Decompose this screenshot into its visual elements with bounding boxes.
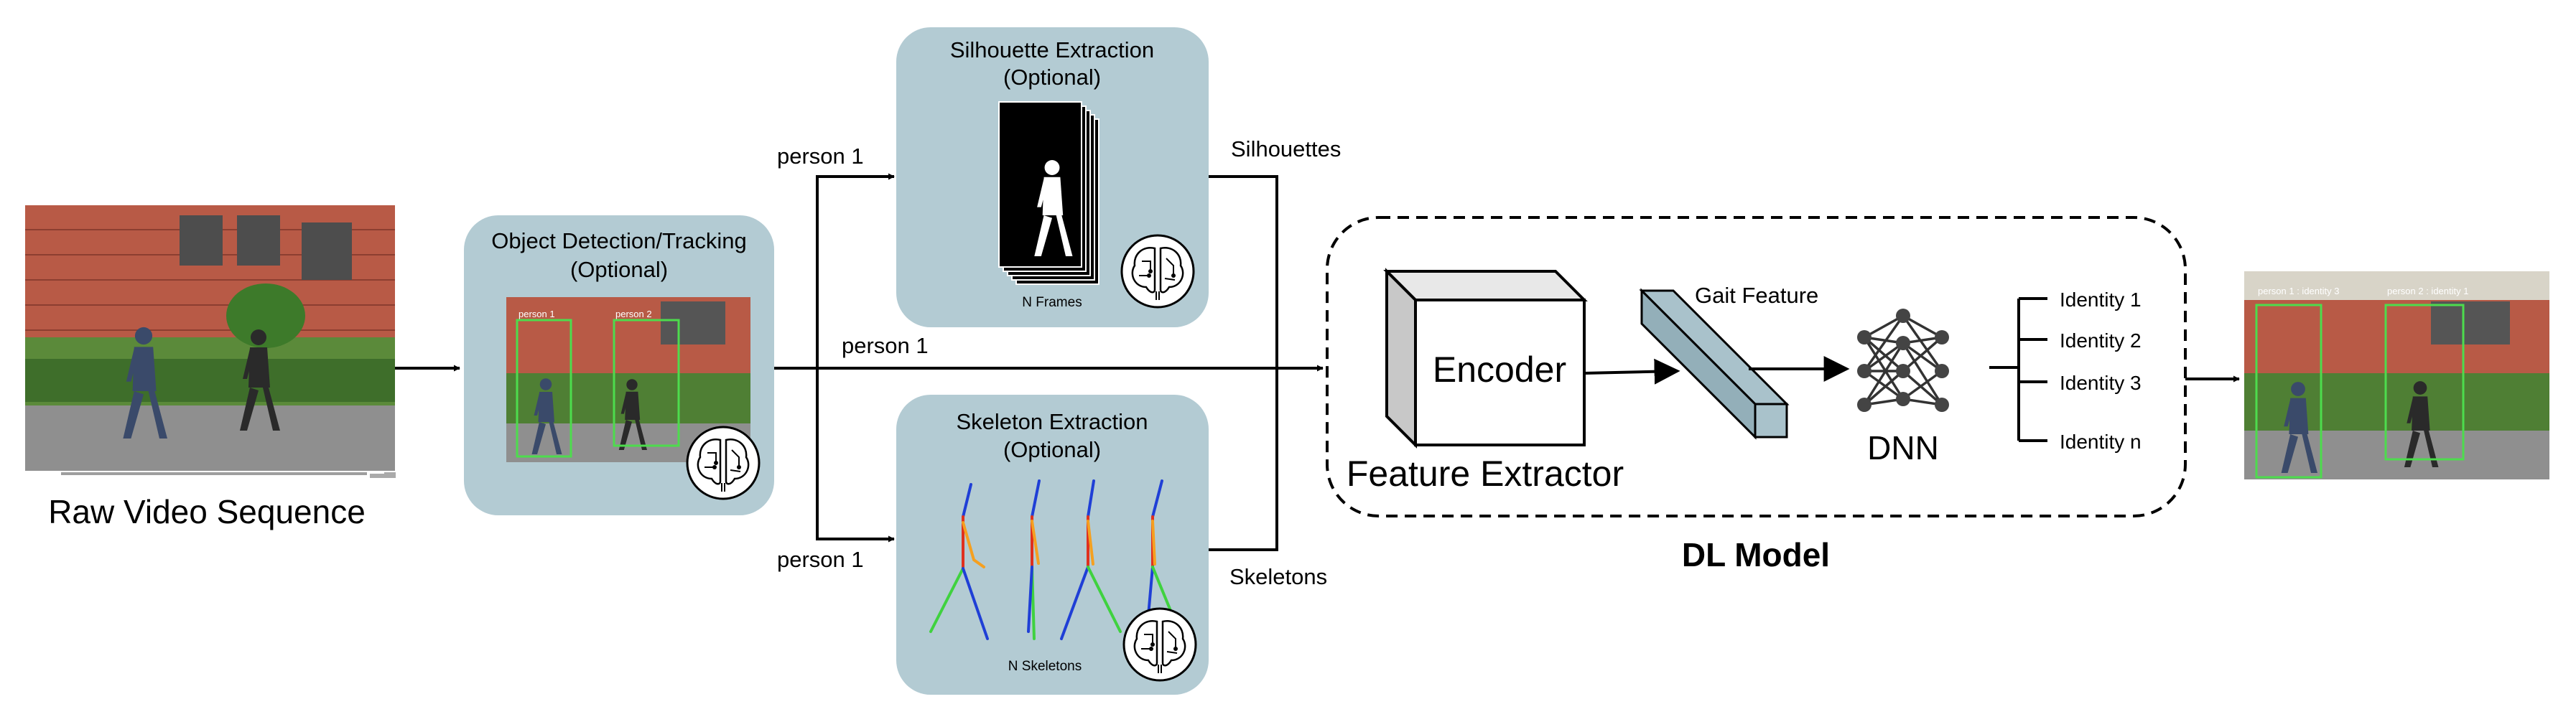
neural-brain-icon: [1120, 234, 1195, 309]
skeleton-caption: N Skeletons: [1008, 659, 1082, 674]
raw-video-sequence: Raw Video Sequence: [24, 204, 399, 530]
output-bbox-label: person 2 : identity 1: [2387, 286, 2468, 296]
skeleton-title: Skeleton Extraction: [956, 409, 1148, 434]
object-detection-optional: (Optional): [570, 257, 668, 282]
feature-extractor-label: Feature Extractor: [1347, 454, 1624, 494]
gait-feature-label: Gait Feature: [1695, 283, 1818, 308]
dl-model-group: DL Model Encoder Feature Extractor Gait …: [1326, 216, 2187, 573]
identity-item: Identity 1: [2060, 289, 2142, 311]
dnn-network-icon: [1857, 309, 1949, 412]
bounding-box: [2255, 304, 2322, 479]
dnn-label: DNN: [1867, 429, 1939, 467]
identity-list: Identity 1 Identity 2 Identity 3 Identit…: [2060, 289, 2142, 453]
bounding-box: [516, 319, 572, 458]
edge-label-silhouettes: Silhouettes: [1231, 136, 1341, 161]
arrow-to-silhouette: [816, 173, 895, 368]
branch-connectors: [774, 173, 1324, 551]
skeleton-figure: [929, 483, 989, 640]
bbox-label: person 1: [519, 309, 555, 319]
silhouette-extraction-panel: Silhouette Extraction (Optional) N Frame…: [896, 27, 1209, 327]
skeleton-optional: (Optional): [1003, 437, 1101, 462]
neural-brain-icon: [686, 426, 761, 500]
silhouette-title: Silhouette Extraction: [950, 37, 1154, 62]
identity-item: Identity 2: [2060, 329, 2142, 352]
arrow-encoder-to-feature: [1584, 358, 1680, 385]
neural-brain-icon: [1122, 607, 1197, 682]
dl-model-label: DL Model: [1682, 536, 1830, 573]
skeleton-figures: [929, 479, 1179, 640]
edge-label-person-bottom: person 1: [777, 547, 864, 572]
output-bbox-label: person 1 : identity 3: [2258, 286, 2339, 296]
edge-label-person-top: person 1: [777, 144, 864, 169]
object-detection-panel: Object Detection/Tracking (Optional) per…: [464, 215, 774, 515]
bounding-box: [613, 319, 680, 447]
identity-bracket: [1989, 297, 2047, 442]
output-frame: person 1 : identity 3 person 2 : identit…: [2244, 271, 2549, 479]
object-detection-title: Object Detection/Tracking: [491, 228, 747, 253]
dl-model-border: [1326, 216, 2187, 517]
skeleton-figure: [1060, 479, 1122, 640]
silhouette-frame-stack: [998, 101, 1099, 285]
gait-feature-bar: [1639, 288, 1790, 440]
edge-label-skeletons: Skeletons: [1229, 564, 1327, 589]
skeleton-figure: [1145, 479, 1179, 633]
skeleton-figure: [1027, 479, 1041, 640]
detection-frame: person 1 person 2: [506, 297, 750, 462]
skeleton-extraction-panel: Skeleton Extraction (Optional): [896, 395, 1209, 695]
raw-video-label: Raw Video Sequence: [48, 493, 366, 530]
edge-label-person-mid: person 1: [842, 333, 929, 358]
encoder-label: Encoder: [1433, 350, 1566, 390]
silhouette-optional: (Optional): [1003, 65, 1101, 90]
identity-item: Identity 3: [2060, 372, 2142, 394]
identity-item: Identity n: [2060, 431, 2142, 453]
merge-connector: [1209, 175, 1278, 551]
bounding-box: [2384, 304, 2465, 461]
silhouette-caption: N Frames: [1022, 295, 1082, 310]
video-frame-front: [25, 205, 395, 471]
encoder-block: Encoder: [1383, 268, 1588, 449]
arrow-to-skeleton: [816, 368, 895, 543]
bbox-label: person 2: [615, 309, 652, 319]
